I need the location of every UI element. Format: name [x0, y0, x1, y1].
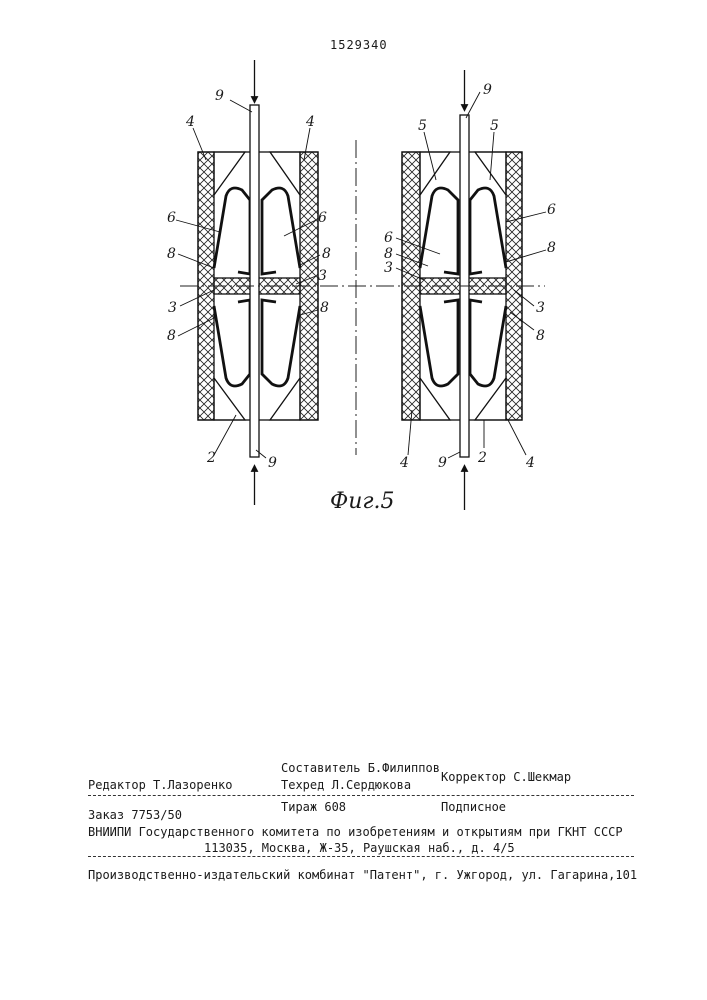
ref-9-right-bottom: 9	[438, 455, 447, 471]
leader-lines	[176, 92, 546, 458]
right-membrane-lower-left	[420, 300, 458, 386]
address: 113035, Москва, Ж-35, Раушская наб., д. …	[204, 841, 515, 855]
corrector: Корректор С.Шекмар	[441, 770, 571, 784]
ref-8-right-out2: 8	[536, 328, 545, 344]
compiler: Составитель Б.Филиппов	[281, 761, 440, 775]
ref-6-left-r: 6	[318, 210, 327, 226]
ref-8-left: 8	[167, 246, 176, 262]
ref-9-right-top: 9	[483, 82, 492, 98]
publisher: Производственно-издательский комбинат "П…	[88, 868, 637, 882]
ref-3-right-in: 3	[384, 260, 393, 276]
left-membrane-lower-right	[262, 300, 300, 386]
ref-6-left: 6	[167, 210, 176, 226]
ref-4-left: 4	[185, 114, 195, 130]
ref-3-left-r: 3	[318, 268, 327, 284]
right-membrane-upper-left	[420, 188, 458, 274]
rule-2	[88, 856, 634, 857]
left-membrane-upper-left	[214, 188, 250, 274]
ref-4-left-r: 4	[305, 114, 315, 130]
ref-8-right-out: 8	[547, 240, 556, 256]
ref-8-left-r2: 8	[320, 300, 329, 316]
ref-6-right-out: 6	[547, 202, 556, 218]
order: Заказ 7753/50	[88, 808, 182, 822]
right-assembly	[402, 70, 522, 510]
left-rod	[250, 105, 259, 457]
ref-6-right-in: 6	[384, 230, 393, 246]
ref-2-right: 2	[477, 450, 487, 466]
ref-8-left-r: 8	[322, 246, 331, 262]
reference-labels: 9 4 4 6 6 8 8 3 3 8 8 2 9 9 5 5 6 6 8 8 …	[167, 82, 556, 471]
subscription: Подписное	[441, 800, 506, 814]
rule-1	[88, 795, 634, 796]
figure-5-drawing: 9 4 4 6 6 8 8 3 3 8 8 2 9 9 5 5 6 6 8 8 …	[0, 0, 707, 540]
vniipi: ВНИИПИ Государственного комитета по изоб…	[88, 825, 623, 839]
ref-4-right-r: 4	[525, 455, 535, 471]
right-membrane-lower-right	[470, 300, 506, 386]
ref-4-right-l: 4	[399, 455, 409, 471]
figure-caption: Фиг.5	[330, 489, 395, 514]
ref-9-left-top: 9	[215, 88, 224, 104]
ref-5-right-l: 5	[418, 118, 427, 134]
ref-9-left-bottom: 9	[268, 455, 277, 471]
ref-2-left: 2	[206, 450, 216, 466]
editor: Редактор Т.Лазоренко	[88, 778, 233, 792]
ref-3-left: 3	[168, 300, 177, 316]
ref-5-right-r: 5	[490, 118, 499, 134]
ref-8-left-2: 8	[167, 328, 176, 344]
circulation: Тираж 608	[281, 800, 346, 814]
ref-3-right-out: 3	[536, 300, 545, 316]
techred: Техред Л.Сердюкова	[281, 778, 411, 792]
right-membrane-upper-right	[470, 188, 506, 274]
left-membrane-lower-left	[214, 300, 250, 386]
